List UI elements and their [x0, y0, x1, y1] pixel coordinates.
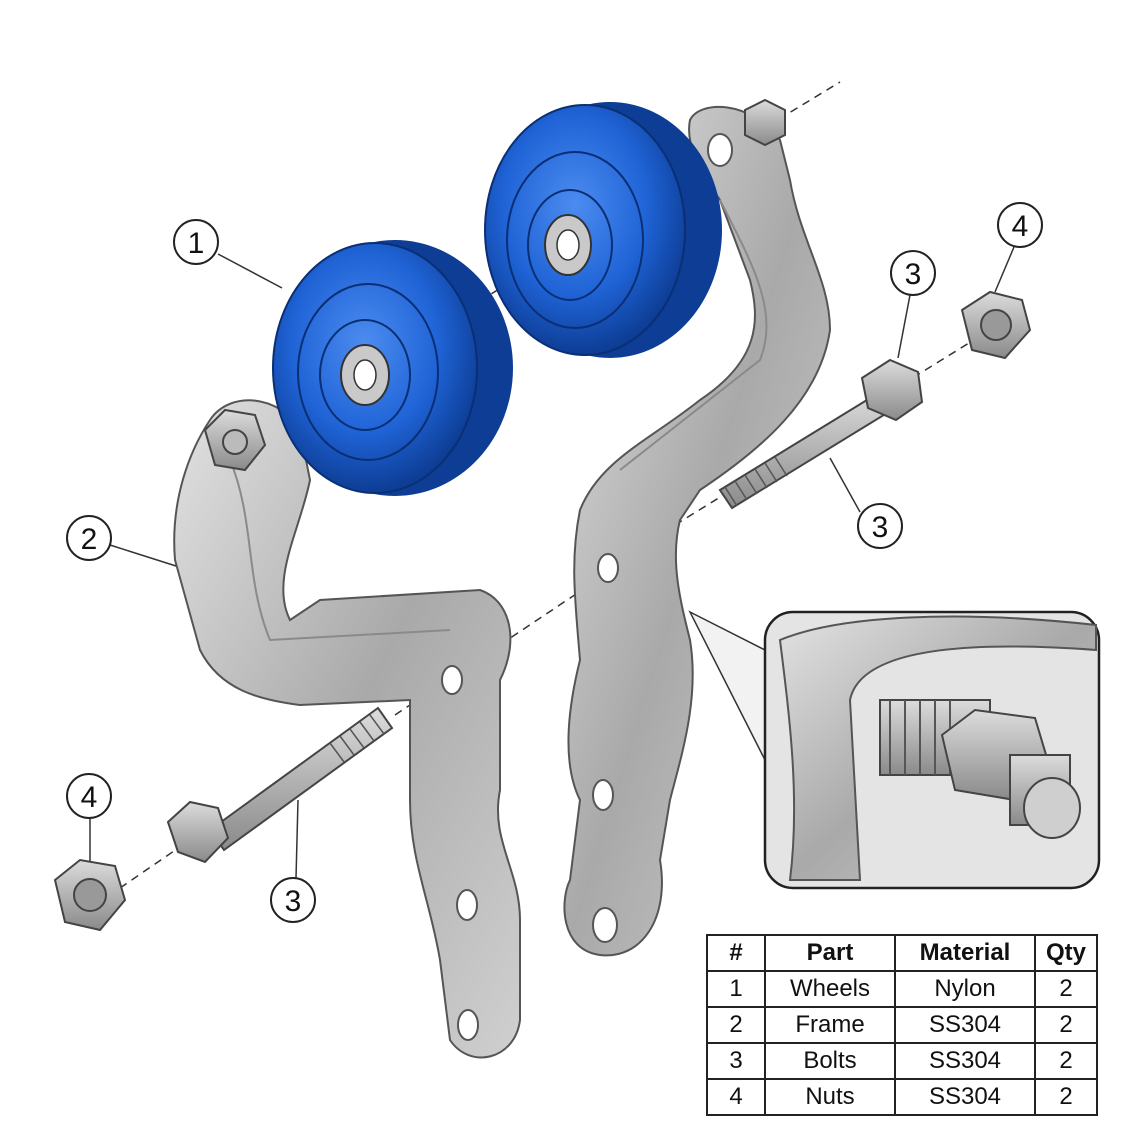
bom-row: 1 Wheels Nylon 2 — [706, 970, 1098, 1008]
callout-3-left-label: 3 — [285, 885, 302, 918]
bom-cell-material: SS304 — [894, 1078, 1036, 1116]
bom-cell-number: 1 — [706, 970, 766, 1008]
bolt-right — [718, 358, 924, 510]
bom-cell-part: Frame — [764, 1006, 896, 1044]
nut-left — [53, 858, 127, 932]
bom-cell-part: Wheels — [764, 970, 896, 1008]
callout-leaders — [89, 246, 1015, 879]
callout-2-label: 2 — [81, 523, 98, 556]
bom-header-part: Part — [764, 934, 896, 972]
bom-cell-qty: 2 — [1034, 1042, 1098, 1080]
callout-4-right-label: 4 — [1012, 210, 1029, 243]
bill-of-materials-table: # Part Material Qty 1 Wheels Nylon 2 2 F… — [706, 934, 1098, 1116]
bom-cell-number: 3 — [706, 1042, 766, 1080]
bom-row: 4 Nuts SS304 2 — [706, 1078, 1098, 1116]
callout-3-right-label: 3 — [872, 511, 889, 544]
bom-cell-qty: 2 — [1034, 1006, 1098, 1044]
bom-cell-part: Bolts — [764, 1042, 896, 1080]
bom-cell-number: 4 — [706, 1078, 766, 1116]
callout-1: 1 — [173, 219, 219, 265]
nut-right — [960, 290, 1032, 360]
bom-cell-material: SS304 — [894, 1042, 1036, 1080]
wheel-rear — [484, 102, 722, 358]
bom-header-row: # Part Material Qty — [706, 934, 1098, 972]
bom-row: 2 Frame SS304 2 — [706, 1006, 1098, 1044]
left-frame — [173, 399, 521, 1059]
callout-3-left: 3 — [270, 877, 316, 923]
bom-cell-number: 2 — [706, 1006, 766, 1044]
bom-header-qty: Qty — [1034, 934, 1098, 972]
callout-4-left: 4 — [66, 773, 112, 819]
bom-row: 3 Bolts SS304 2 — [706, 1042, 1098, 1080]
callout-3-top-label: 3 — [905, 258, 922, 291]
wheel-front — [272, 240, 513, 496]
bom-header-number: # — [706, 934, 766, 972]
callout-1-label: 1 — [188, 227, 205, 260]
bom-cell-material: Nylon — [894, 970, 1036, 1008]
callout-3-right: 3 — [857, 503, 903, 549]
callout-4-left-label: 4 — [81, 781, 98, 814]
bom-cell-material: SS304 — [894, 1006, 1036, 1044]
detail-inset — [688, 610, 1101, 890]
callout-4-right: 4 — [997, 202, 1043, 248]
bolt-left — [166, 706, 394, 864]
right-frame — [563, 98, 832, 957]
bom-header-material: Material — [894, 934, 1036, 972]
bom-cell-qty: 2 — [1034, 970, 1098, 1008]
callout-2: 2 — [66, 515, 112, 561]
bom-cell-qty: 2 — [1034, 1078, 1098, 1116]
callout-3-top: 3 — [890, 250, 936, 296]
bom-cell-part: Nuts — [764, 1078, 896, 1116]
